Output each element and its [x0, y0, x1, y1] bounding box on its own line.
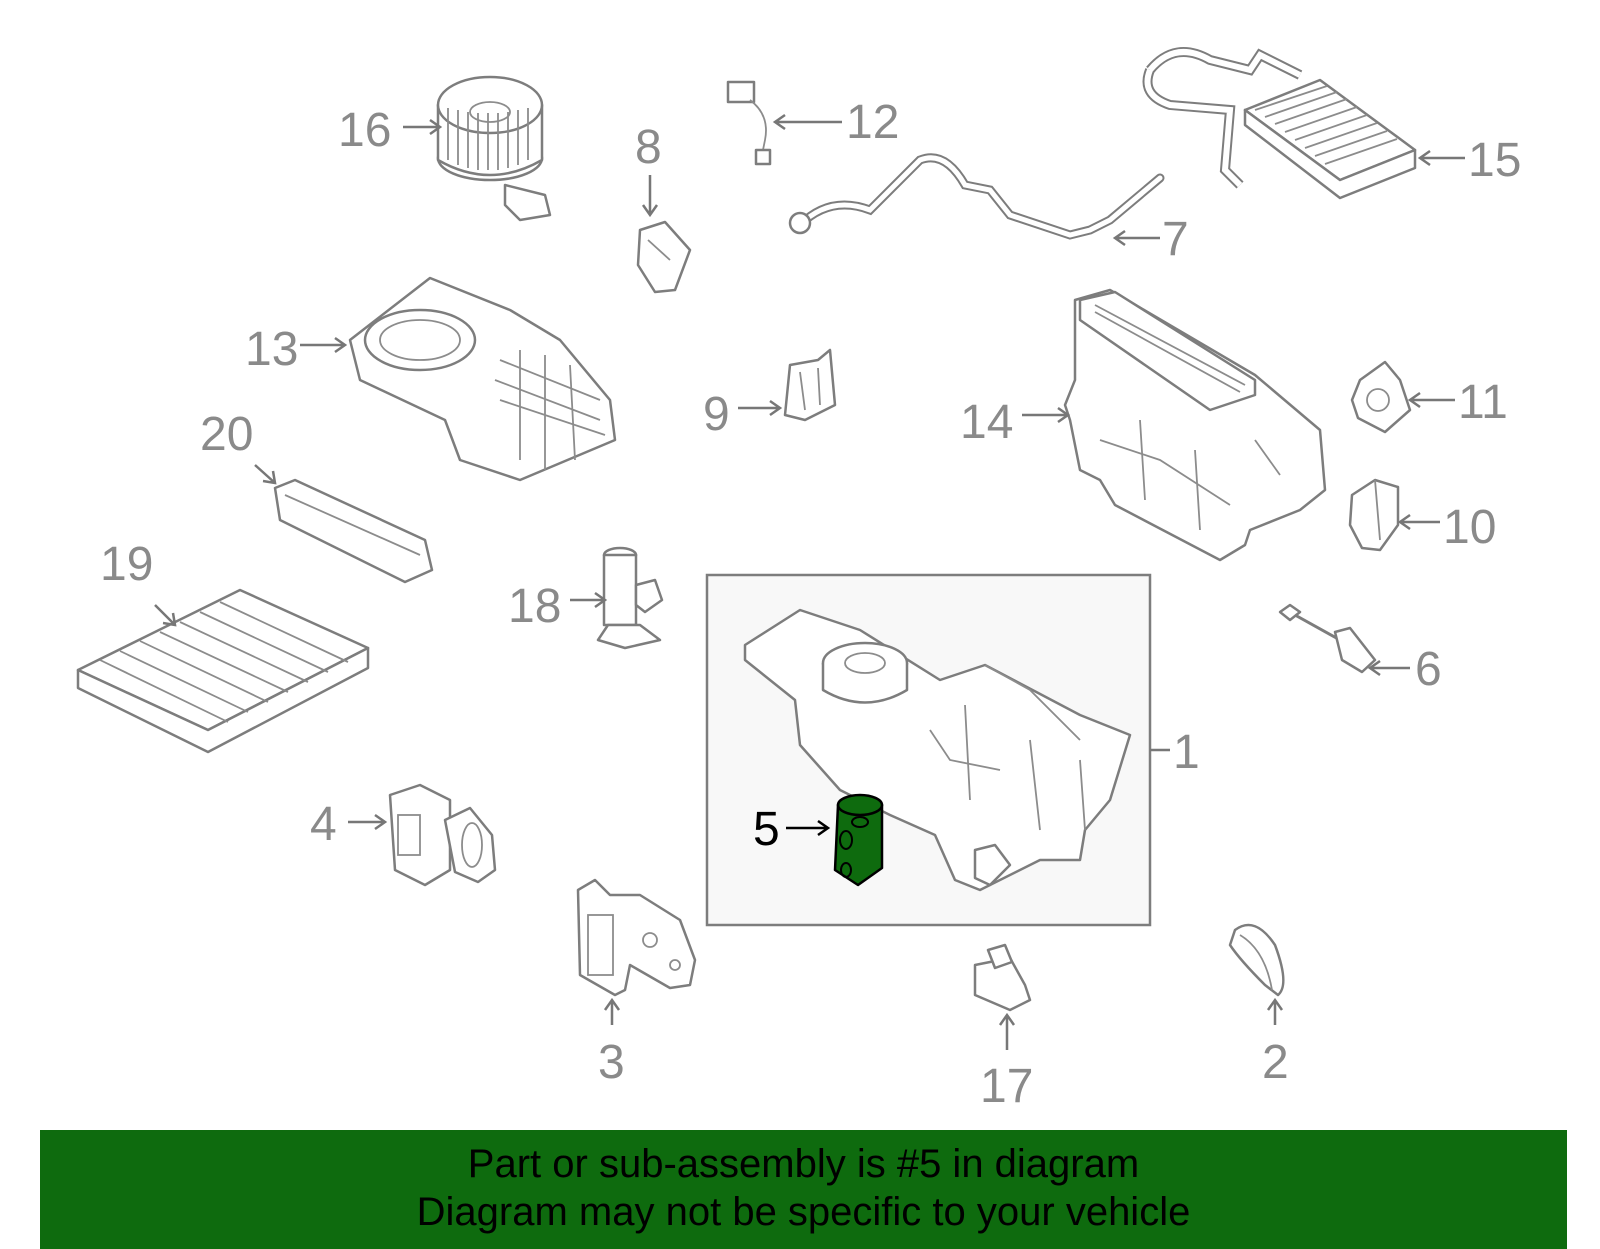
- callout-4: 4: [310, 798, 337, 851]
- part-11-clip[interactable]: [1350, 360, 1412, 434]
- part-8-actuator[interactable]: [636, 220, 692, 294]
- callout-14: 14: [960, 396, 1013, 449]
- part-13-blower-housing[interactable]: [348, 276, 617, 482]
- callout-6: 6: [1415, 643, 1442, 696]
- part-3-bracket[interactable]: [576, 878, 697, 997]
- part-18-fitting[interactable]: [596, 546, 664, 650]
- part-7-tube[interactable]: [788, 153, 1165, 240]
- part-12-sensor[interactable]: [726, 80, 772, 166]
- callout-18: 18: [508, 580, 561, 633]
- part-4-bracket[interactable]: [388, 783, 497, 887]
- part-1-hvac-assembly[interactable]: [743, 608, 1132, 892]
- callout-20: 20: [200, 408, 253, 461]
- banner-line-2: Diagram may not be specific to your vehi…: [416, 1190, 1191, 1234]
- callout-9: 9: [703, 388, 730, 441]
- callout-2: 2: [1262, 1036, 1289, 1089]
- callout-5: 5: [753, 803, 780, 856]
- callout-3: 3: [598, 1036, 625, 1089]
- callout-19: 19: [100, 538, 153, 591]
- part-9-bracket[interactable]: [783, 348, 837, 422]
- callout-16: 16: [338, 104, 391, 157]
- callout-11: 11: [1458, 376, 1508, 429]
- part-19-cabin-filter[interactable]: [76, 588, 370, 754]
- part-20-seal[interactable]: [273, 478, 434, 584]
- banner-line-1: Part or sub-assembly is #5 in diagram: [467, 1142, 1140, 1186]
- callout-labels: 16 12 8 7 15 13 9 14 11 10 20 18 19 6 1 …: [100, 96, 1521, 1113]
- part-14-evaporator-case[interactable]: [1063, 288, 1327, 562]
- callout-12: 12: [846, 96, 899, 149]
- callout-8: 8: [635, 121, 662, 174]
- callout-1: 1: [1173, 726, 1200, 779]
- part-2-cover[interactable]: [1228, 923, 1285, 997]
- part-17-connector[interactable]: [973, 943, 1032, 1012]
- callout-10: 10: [1443, 501, 1496, 554]
- info-banner: Part or sub-assembly is #5 in diagram Di…: [40, 1130, 1567, 1249]
- callout-7: 7: [1162, 213, 1189, 266]
- callout-17: 17: [980, 1060, 1033, 1113]
- part-10-actuator[interactable]: [1348, 478, 1400, 552]
- part-5-expansion-valve[interactable]: [833, 793, 884, 887]
- parts-diagram: 16 12 8 7 15 13 9 14 11 10 20 18 19 6 1 …: [76, 47, 1521, 1113]
- part-6-sensor[interactable]: [1278, 603, 1377, 674]
- callout-15: 15: [1468, 134, 1521, 187]
- leader-lines: [154, 113, 1465, 1050]
- part-16-blower-motor[interactable]: [436, 75, 552, 222]
- callout-13: 13: [245, 323, 298, 376]
- part-15-heater-core[interactable]: [1142, 47, 1417, 200]
